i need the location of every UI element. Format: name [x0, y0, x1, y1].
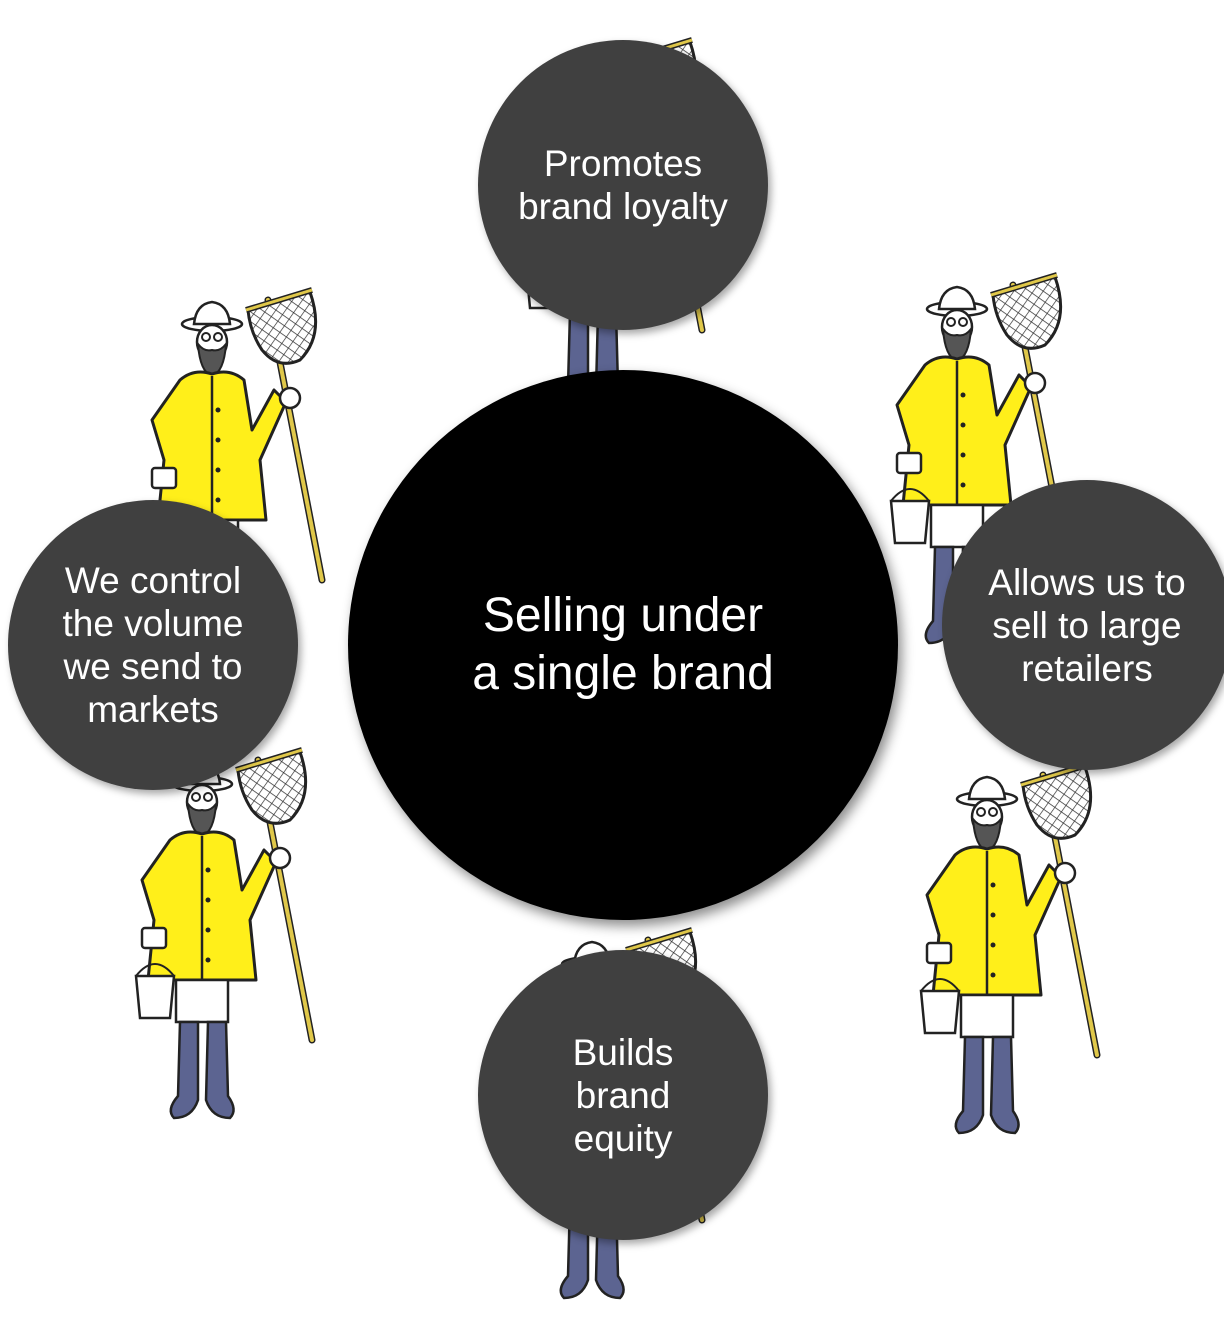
benefit-top-circle: Promotes brand loyalty — [478, 40, 768, 330]
center-circle: Selling under a single brand — [348, 370, 898, 920]
fisherman-icon — [915, 735, 1115, 1175]
benefit-left-label: We control the volume we send to markets — [62, 560, 244, 730]
benefit-top-label: Promotes brand loyalty — [518, 143, 728, 227]
benefit-left-circle: We control the volume we send to markets — [8, 500, 298, 790]
benefit-bottom-circle: Builds brand equity — [478, 950, 768, 1240]
benefit-bottom-label: Builds brand equity — [572, 1031, 674, 1159]
benefit-right-circle: Allows us to sell to large retailers — [942, 480, 1224, 770]
center-label: Selling under a single brand — [472, 589, 774, 700]
benefit-right-label: Allows us to sell to large retailers — [988, 561, 1186, 689]
